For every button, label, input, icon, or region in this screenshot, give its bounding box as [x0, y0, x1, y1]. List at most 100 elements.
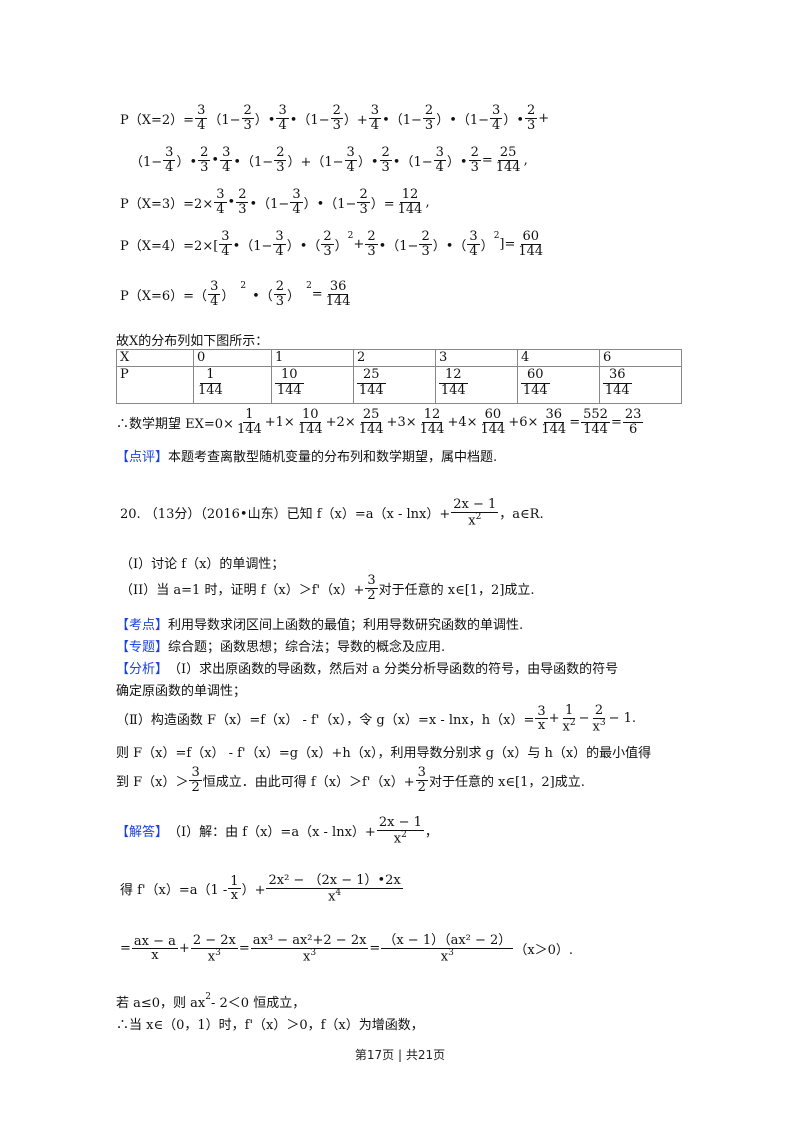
text: ，a∈R. [499, 507, 544, 523]
text: （Ⅰ）求出原函数的导函数，然后对 a 分类分析导函数的符号，由导函数的符号 [168, 662, 619, 677]
text: 综合题；函数思想；综合法；导数的概念及应用. [168, 640, 446, 655]
jieda-line4: 若 a≤0，则 ax 2 - 2＜0 恒成立， [116, 991, 305, 1012]
jieda-tag: 【解答】 [116, 825, 169, 841]
text: ）= [370, 196, 395, 212]
num: 1 [562, 703, 576, 719]
den: 144 [325, 293, 351, 309]
text: •（1− [392, 154, 433, 170]
text: + [538, 110, 550, 126]
fenxi-line2: 确定原函数的单调性； [116, 680, 246, 699]
num: 36 [602, 367, 632, 384]
den: 4 [197, 117, 206, 133]
text: ）• [254, 112, 276, 128]
text: ）+ [343, 112, 368, 128]
text: ∴数学期望 EX=0× [116, 416, 234, 432]
den: x [151, 948, 159, 964]
num: 2 [236, 187, 249, 203]
label: P（X=3）=2× [120, 196, 214, 212]
num: 36 [543, 407, 565, 423]
den: 3 [275, 293, 285, 309]
den-sup: 3 [599, 717, 606, 728]
text: = [569, 414, 581, 430]
question-20-part1: （I）讨论 f（x）的单调性； [120, 553, 284, 572]
num: ax − a [131, 933, 178, 950]
text: ）•（1− [436, 112, 490, 128]
text: 确定原函数的单调性； [116, 684, 247, 699]
fraction: （x − 1）（ax² − 2）x3 [381, 934, 514, 964]
num: 3 [490, 103, 503, 119]
num: ax³ − ax²+2 − 2x [250, 933, 369, 949]
text: ） [287, 288, 301, 304]
num: 2 [468, 145, 481, 161]
text: •（1− [233, 154, 274, 170]
text: ） [221, 288, 235, 304]
table-cell: 4 [516, 349, 600, 367]
text: = [311, 286, 323, 302]
num: 3 [189, 765, 202, 781]
text: 若 a≤0，则 ax [116, 996, 206, 1011]
text: ]= [499, 236, 516, 252]
text: + [353, 236, 365, 252]
den: 4 [275, 243, 284, 259]
text: 对于任意的 x∈[1，2]成立. [378, 582, 535, 598]
text: ） [334, 238, 348, 254]
den: 3 [526, 117, 536, 133]
num: 3 [415, 765, 428, 781]
text: , [523, 152, 528, 168]
superscript: 2 [205, 991, 211, 1002]
text: （Ⅰ）解：由 f（x）=a（x - lnx）+ [168, 825, 376, 841]
den: 4 [435, 159, 444, 175]
num: 1 [228, 873, 241, 890]
table-row-x: X 0 1 2 3 4 6 [116, 349, 683, 367]
text: （I）讨论 f（x）的单调性； [120, 557, 285, 572]
text: ， [424, 825, 438, 841]
table-cell: 3 [434, 349, 518, 367]
num: 10 [275, 367, 304, 384]
num: 3 [467, 229, 480, 245]
num: 2 [274, 145, 287, 161]
num: 2 − 2x [190, 933, 238, 949]
den: 3 [276, 159, 285, 175]
distribution-intro: 故X的分布列如下图所示： [116, 330, 268, 349]
text: + [548, 711, 560, 727]
num: 2 [241, 103, 254, 119]
table-cell: 2 [353, 349, 436, 367]
num: 3 [290, 187, 303, 203]
text: 20. （13分）（2016•山东）已知 f（x）=a（x - lnx）+ [120, 507, 451, 523]
zhuanti-tag: 【专题】 [116, 640, 169, 655]
comment-line: 【点评】 本题考查离散型随机变量的分布列和数学期望，属中档题. [116, 446, 497, 465]
num: 25 [497, 145, 519, 161]
num: 1 [200, 367, 221, 384]
num: 552 [581, 407, 610, 423]
den-sup: 2 [475, 511, 482, 522]
text: 本题考查离散型随机变量的分布列和数学期望，属中档题. [168, 450, 498, 465]
den: 3 [424, 117, 434, 133]
den: x [537, 718, 546, 734]
text: ）• [503, 112, 524, 128]
num: 3 [214, 187, 227, 203]
den: 2 [367, 587, 376, 603]
